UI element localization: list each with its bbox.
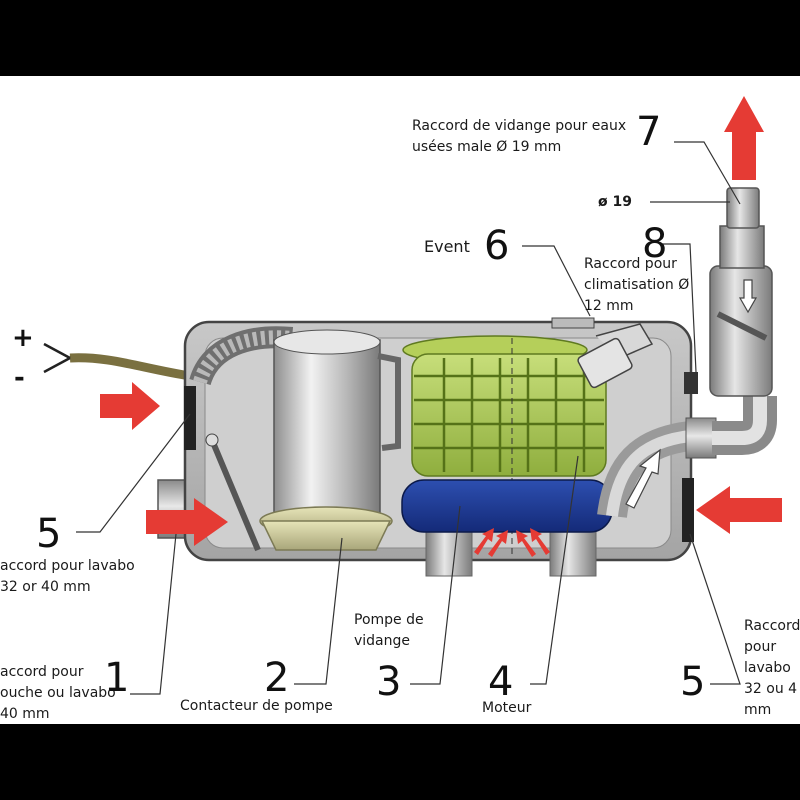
outlet-connector	[686, 418, 716, 458]
pump-cylinder	[274, 340, 380, 516]
red-arrow-left-upper	[100, 382, 160, 430]
cable-lead-minus	[44, 358, 70, 372]
number-2: 2	[264, 656, 289, 700]
label-evacuation-fitting: Raccord de vidange pour eaux usées male …	[412, 116, 660, 158]
right-fitting-lower	[682, 478, 694, 542]
power-cable	[70, 358, 190, 376]
number-1: 1	[104, 656, 129, 700]
red-arrow-right	[696, 486, 782, 534]
number-6: 6	[484, 224, 509, 268]
vent-cap	[552, 318, 594, 328]
motor-body	[412, 354, 606, 476]
number-7: 7	[636, 110, 661, 154]
right-fitting-upper	[684, 372, 698, 394]
minus-symbol: -	[14, 364, 25, 392]
label-climatisation-fitting: Raccord pour climatisation Ø 12 mm	[584, 254, 700, 317]
label-lavabo-fitting-left: accord pour lavabo 32 or 40 mm	[0, 556, 140, 598]
number-5-left: 5	[36, 512, 61, 556]
pump-cylinder-top	[274, 330, 380, 354]
valve-collar-upper	[720, 226, 764, 268]
float-pivot	[206, 434, 218, 446]
label-event: Event	[424, 236, 470, 257]
label-pump-contactor: Contacteur de pompe	[180, 696, 333, 717]
label-motor: Moteur	[482, 698, 531, 719]
left-fitting	[184, 386, 196, 450]
red-arrow-outlet-up	[724, 96, 764, 180]
outlet-nozzle	[727, 188, 759, 228]
plus-symbol: +	[12, 324, 34, 352]
cable-lead-plus	[44, 344, 70, 358]
pump-base-blue	[402, 480, 612, 532]
number-5-right: 5	[680, 660, 705, 704]
label-drain-pump: Pompe de vidange	[354, 610, 444, 652]
label-diameter-19: ø 19	[598, 192, 632, 213]
check-valve-body	[710, 266, 772, 396]
pump-base-cone	[262, 521, 390, 550]
number-3: 3	[376, 660, 401, 704]
label-lavabo-fitting-right: Raccord pour lavabo 32 ou 4 mm	[744, 616, 800, 721]
label-douche-fitting: accord pour ouche ou lavabo 40 mm	[0, 662, 118, 724]
diagram-canvas: + - Raccord de vidange pour eaux usées m…	[0, 76, 800, 724]
